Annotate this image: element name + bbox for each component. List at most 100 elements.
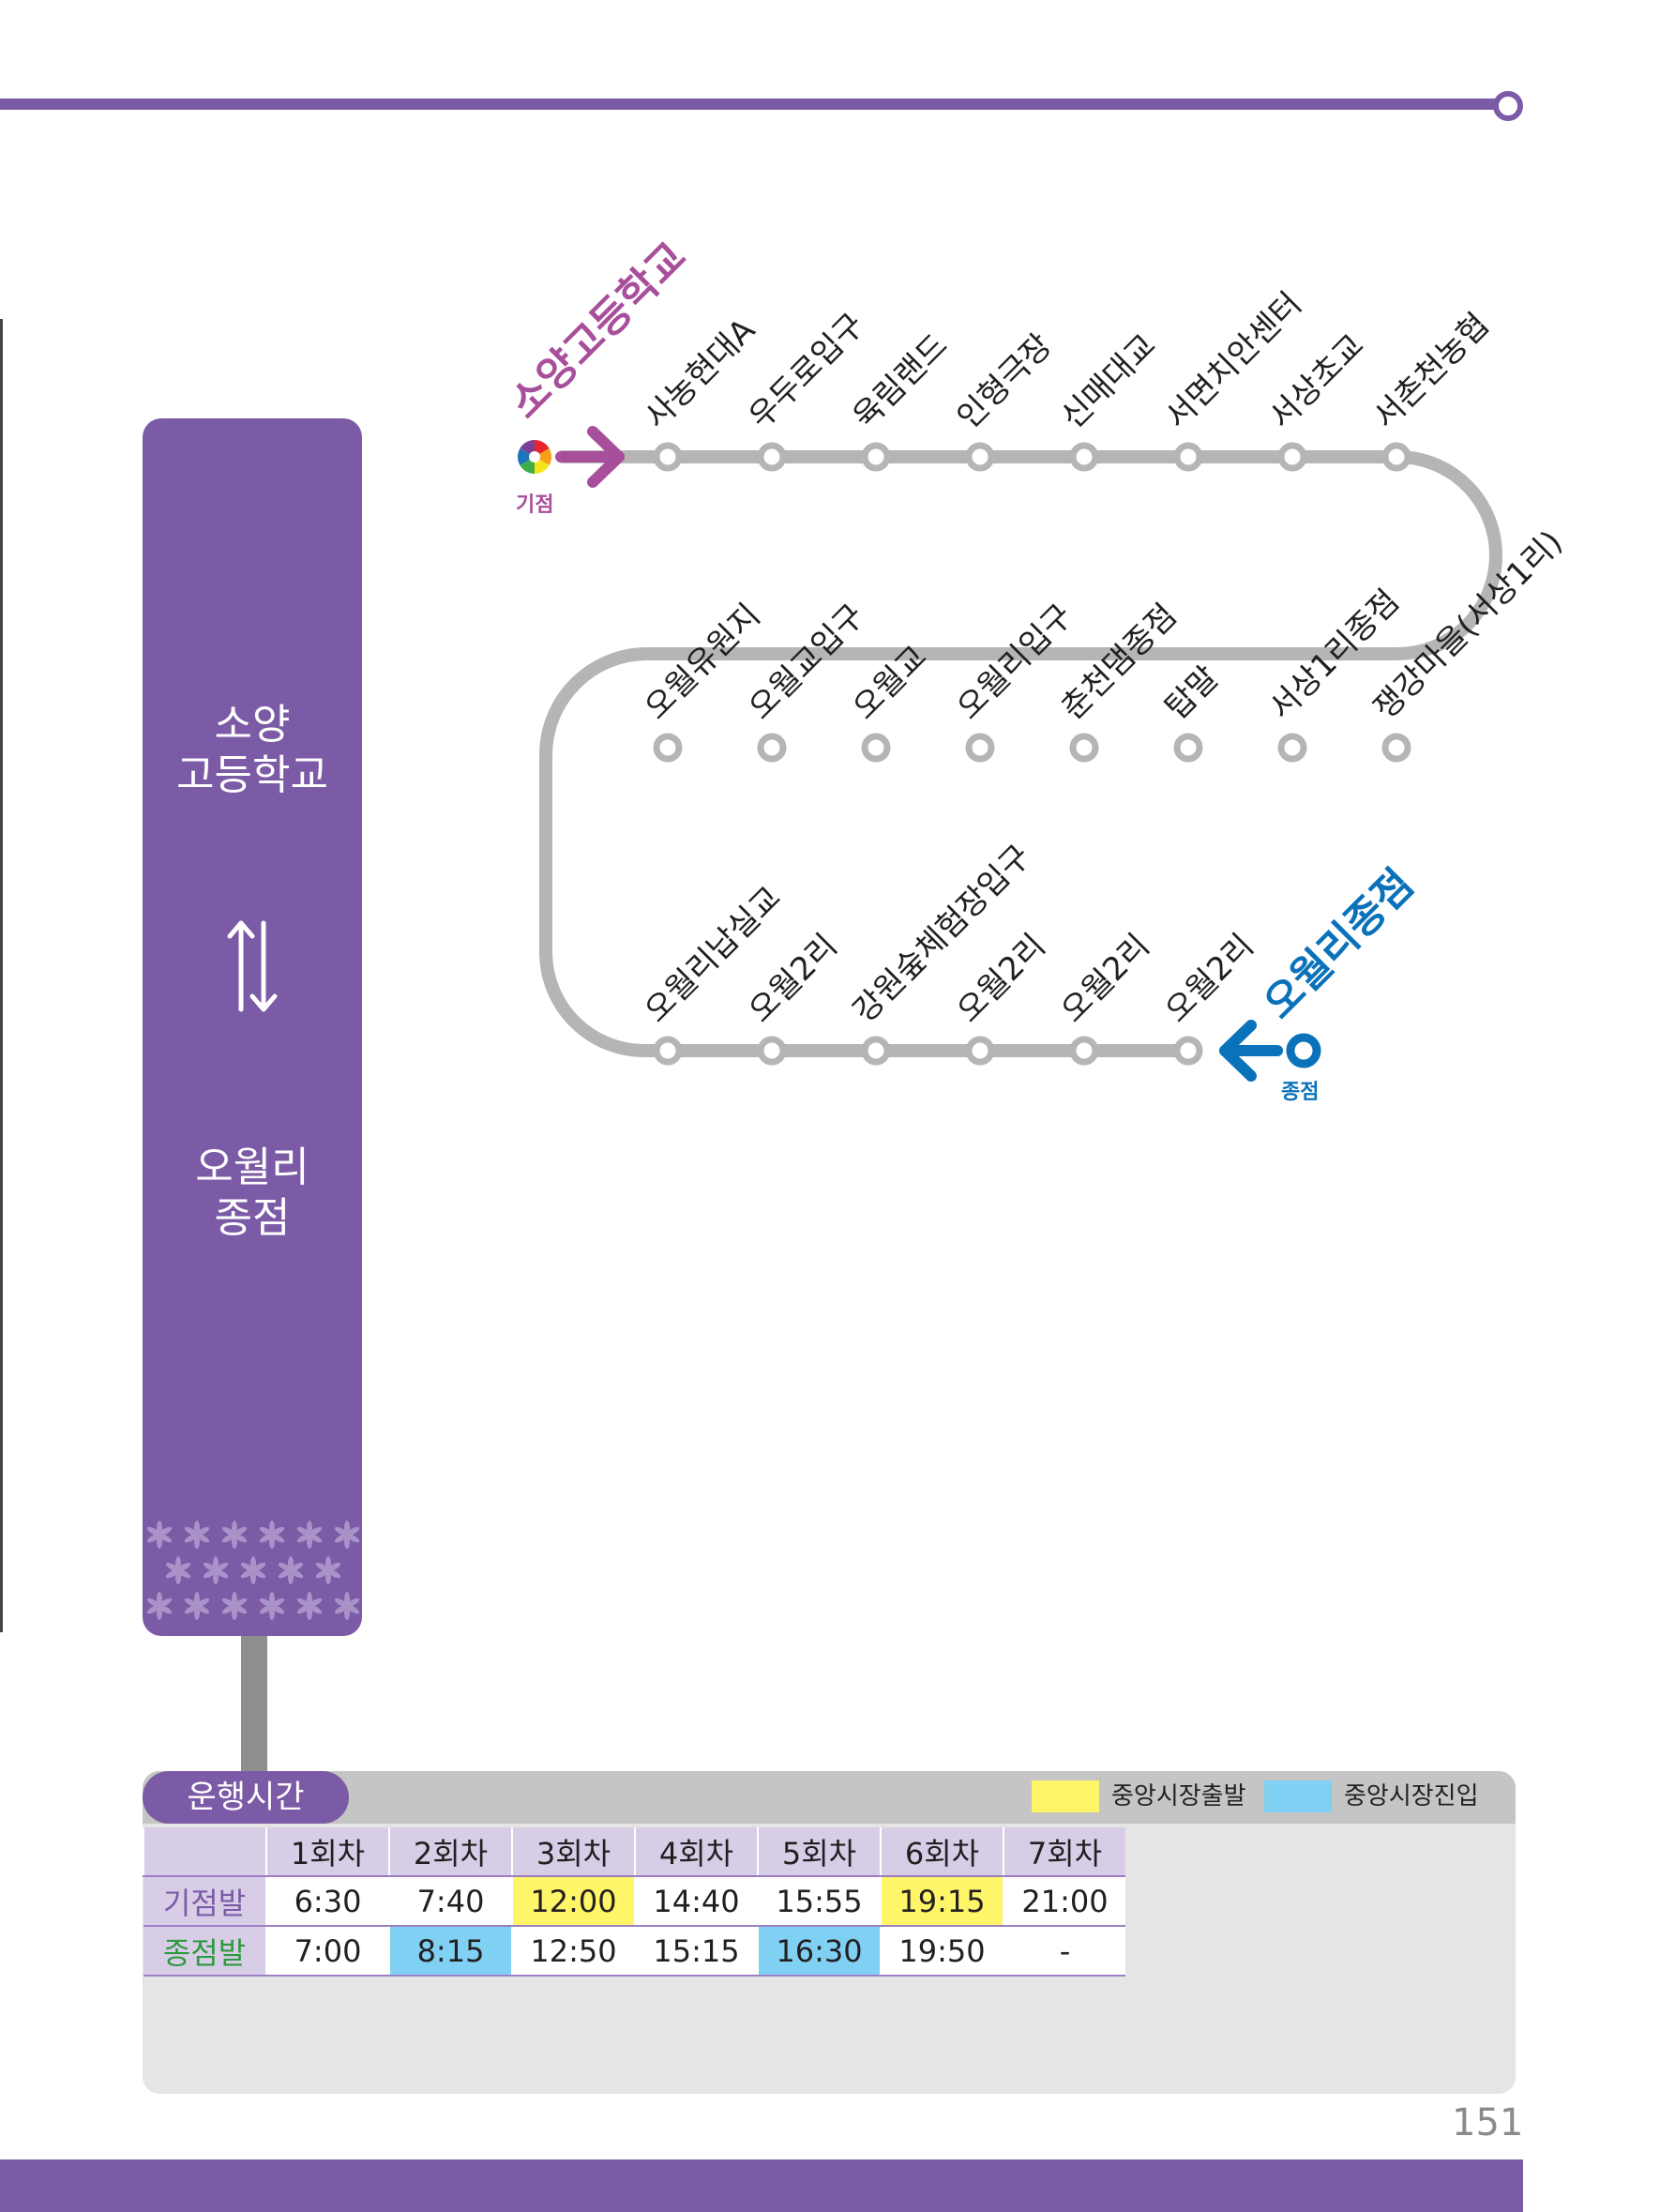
- stop-dot: [965, 1036, 995, 1066]
- stop-dot: [965, 733, 995, 763]
- flower-petal: [195, 1533, 210, 1543]
- flower-petal: [251, 1568, 266, 1579]
- panel-connector: [241, 1636, 267, 1782]
- flower-petal: [214, 1562, 229, 1572]
- bottom-bar: [0, 2159, 1523, 2212]
- stop-dot: [1277, 733, 1307, 763]
- flower-petal: [308, 1533, 323, 1543]
- flower-pattern-decoration: [146, 1521, 360, 1620]
- flower-petal: [146, 1604, 161, 1614]
- top-rule-end-circle: [1493, 91, 1523, 121]
- flower-petal: [233, 1533, 248, 1543]
- flower-petal: [233, 1526, 248, 1537]
- origin-arrow-icon: [555, 426, 625, 488]
- summary-terminus: 오월리 종점: [143, 1143, 362, 1244]
- flower-petal: [270, 1533, 285, 1543]
- flower-petal: [233, 1598, 248, 1608]
- flower-petal: [278, 1568, 293, 1579]
- flower-petal: [289, 1568, 304, 1579]
- page-number: 151: [1452, 2101, 1524, 2144]
- schedule-time-cell: 7:00: [265, 1926, 389, 1977]
- legend-label-entry: 중앙시장진입: [1344, 1782, 1479, 1811]
- flower-petal: [146, 1526, 161, 1537]
- schedule-column-header: 5회차: [757, 1827, 881, 1877]
- schedule-time-cell: 15:55: [757, 1876, 881, 1927]
- flower-petal: [146, 1533, 161, 1543]
- origin-tag: 기점: [516, 493, 554, 517]
- flower-petal: [221, 1526, 236, 1537]
- flower-petal: [184, 1598, 199, 1608]
- flower-petal: [184, 1604, 199, 1614]
- flower-petal: [176, 1562, 191, 1572]
- schedule-time-cell: 21:00: [1003, 1876, 1125, 1927]
- stop-dot: [1069, 733, 1099, 763]
- flower-petal: [259, 1598, 274, 1608]
- flower-petal: [203, 1568, 218, 1579]
- flower-petal: [195, 1598, 210, 1608]
- summary-origin-line1: 소양: [214, 701, 291, 749]
- stop-dot: [1173, 733, 1203, 763]
- route-line: [539, 450, 1502, 1057]
- flower-petal: [296, 1533, 311, 1543]
- stop-dot: [1381, 442, 1411, 472]
- stop-dot: [1069, 1036, 1099, 1066]
- schedule-time-cell: 12:00: [511, 1876, 635, 1927]
- flower-petal: [345, 1533, 360, 1543]
- schedule-column-header: 2회차: [388, 1827, 512, 1877]
- terminus-circle-icon: [1286, 1033, 1321, 1068]
- schedule-time-cell: 7:40: [388, 1876, 512, 1927]
- flower-petal: [296, 1598, 311, 1608]
- flower-petal: [326, 1562, 341, 1572]
- legend-swatch-departure: [1032, 1780, 1099, 1812]
- flower-petal: [195, 1526, 210, 1537]
- schedule-time-cell: 8:15: [388, 1926, 512, 1977]
- flower-petal: [259, 1533, 274, 1543]
- flower-petal: [315, 1562, 330, 1572]
- origin-marker: [517, 426, 625, 488]
- legend-label-departure: 중앙시장출발: [1111, 1782, 1246, 1811]
- stop-dot: [1277, 442, 1307, 472]
- flower-petal: [240, 1568, 255, 1579]
- flower-petal: [326, 1568, 341, 1579]
- flower-petal: [165, 1562, 180, 1572]
- schedule-column-header: 6회차: [880, 1827, 1004, 1877]
- flower-petal: [308, 1604, 323, 1614]
- schedule-corner-cell: [143, 1827, 266, 1877]
- summary-terminus-line2: 종점: [214, 1194, 291, 1242]
- schedule-title: 운행시간: [143, 1771, 349, 1824]
- flower-petal: [296, 1526, 311, 1537]
- flower-petal: [308, 1526, 323, 1537]
- flower-petal: [146, 1598, 161, 1608]
- stop-dot: [861, 733, 891, 763]
- flower-petal: [270, 1598, 285, 1608]
- flower-petal: [214, 1568, 229, 1579]
- flower-petal: [221, 1604, 236, 1614]
- flower-petal: [278, 1562, 293, 1572]
- flower-petal: [176, 1568, 191, 1579]
- flower-petal: [270, 1604, 285, 1614]
- legend-swatch-entry: [1264, 1780, 1332, 1812]
- flower-petal: [203, 1562, 218, 1572]
- flower-petal: [296, 1604, 311, 1614]
- schedule-time-cell: -: [1003, 1926, 1125, 1977]
- stop-dot: [861, 442, 891, 472]
- terminus-tag: 종점: [1281, 1081, 1320, 1104]
- flower-petal: [184, 1533, 199, 1543]
- schedule-time-cell: 15:15: [634, 1926, 758, 1977]
- flower-petal: [221, 1533, 236, 1543]
- flower-petal: [334, 1533, 349, 1543]
- flower-petal: [195, 1604, 210, 1614]
- flower-petal: [233, 1604, 248, 1614]
- stop-dot: [861, 1036, 891, 1066]
- stop-dot: [653, 733, 683, 763]
- schedule-time-cell: 19:50: [880, 1926, 1004, 1977]
- round-trip-arrows-icon: [227, 920, 278, 1012]
- flower-petal: [259, 1604, 274, 1614]
- flower-petal: [158, 1604, 173, 1614]
- summary-terminus-line1: 오월리: [195, 1144, 309, 1191]
- flower-petal: [345, 1604, 360, 1614]
- flower-petal: [334, 1598, 349, 1608]
- flower-petal: [240, 1562, 255, 1572]
